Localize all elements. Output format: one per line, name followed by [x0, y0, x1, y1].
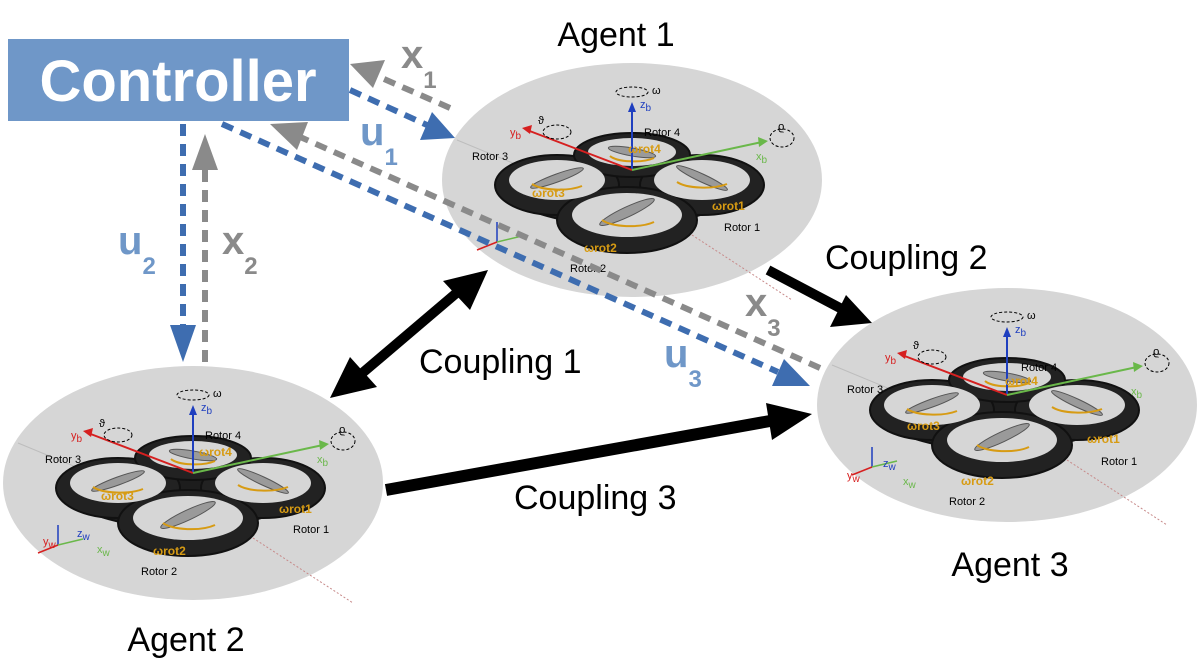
agent-2-omega: ω [213, 388, 222, 400]
agent-2-wrot1: ωrot1 [279, 502, 312, 516]
agent-1-rotor1: Rotor 1 [724, 222, 760, 234]
u1-label: u1 [360, 110, 398, 171]
agent-1-title: Agent 1 [557, 16, 674, 54]
controller-label: Controller [39, 49, 316, 114]
agent-1-yb-label: yb [510, 127, 522, 142]
agent-2-xw-label: xw [97, 544, 111, 559]
agent-2-rotor1: Rotor 1 [293, 524, 329, 536]
agent-2-wrot3: ωrot3 [101, 489, 134, 503]
agent-1-theta: ϑ [538, 115, 544, 127]
agent-3-yw-label: yw [847, 470, 861, 485]
x1-label: x1 [401, 33, 437, 94]
coupling-1-head-a [443, 270, 488, 310]
agent-1-zb-label: zb [640, 99, 652, 114]
agent-3-title: Agent 3 [951, 546, 1068, 584]
x3-arrow-line [296, 133, 822, 371]
agent-1-wrot3: ωrot3 [532, 186, 565, 200]
agent-1-wrot1: ωrot1 [712, 199, 745, 213]
agent-3-rotor1: Rotor 1 [1101, 456, 1137, 468]
coupling-3-label: Coupling 3 [514, 479, 677, 517]
agent-2-yb-label: yb [71, 430, 83, 445]
coupling-1-line [356, 286, 464, 379]
agent-3-xb-label: xb [1131, 386, 1143, 401]
u2-arrowhead [170, 325, 196, 362]
x3-arrowhead [270, 122, 308, 150]
agent-3-rho: ϱ [1153, 346, 1159, 358]
agent-3-rotor3: Rotor 3 [847, 384, 883, 396]
agent-1-omega: ω [652, 85, 661, 97]
agent-1-rotor3: Rotor 3 [472, 151, 508, 163]
agent-3-omega: ω [1027, 310, 1036, 322]
agent-2-rotor2: Rotor 2 [141, 566, 177, 578]
agent-2-title: Agent 2 [127, 621, 244, 659]
agent-3-wrot4: ωrot4 [1005, 374, 1038, 388]
x1-arrow-line [366, 69, 452, 111]
controller-box [8, 39, 349, 121]
agent-2-rotor3: Rotor 3 [45, 454, 81, 466]
agent-2: zb yb xb ω ϑ ϱ Rotor 4 Rotor 3 Rotor 1 R… [2, 365, 384, 604]
u3-label: u3 [664, 332, 702, 393]
u3-arrowhead [772, 359, 810, 386]
x1-arrowhead [350, 60, 385, 88]
agent-1-rotor4: Rotor 4 [644, 127, 680, 139]
agent-1-xb-label: xb [756, 151, 768, 166]
u1-arrow-line [348, 87, 440, 133]
agent-3-xw-label: xw [903, 476, 917, 491]
coupling-2-label: Coupling 2 [825, 239, 988, 277]
x2-arrowhead [192, 134, 218, 170]
x2-label: x2 [222, 219, 258, 280]
coupling-1-head-b [330, 357, 377, 398]
agent-3-zw-label: zw [883, 458, 897, 473]
x3-label: x3 [745, 281, 781, 342]
coupling-3-head [766, 403, 812, 440]
agent-1: zb yb xb ω ϑ ϱ Rotor 4 Rotor 3 Rotor 1 R… [441, 62, 823, 301]
agent-3-theta: ϑ [913, 340, 919, 352]
coupling-2-head [830, 295, 872, 327]
agent-2-rotor4: Rotor 4 [205, 430, 241, 442]
agent-2-xb-label: xb [317, 454, 329, 469]
agent-1-wrot4: ωrot4 [628, 142, 661, 156]
agent-2-rho: ϱ [339, 424, 345, 436]
u1-arrowhead [420, 112, 455, 140]
agent-2-zw-label: zw [77, 528, 91, 543]
agent-3-zb-label: zb [1015, 324, 1027, 339]
agent-2-zb-label: zb [201, 402, 213, 417]
coupling-1-label: Coupling 1 [419, 343, 582, 381]
agent-2-theta: ϑ [99, 418, 105, 430]
agent-1-wrot2: ωrot2 [584, 241, 617, 255]
coupling-2-line [765, 265, 843, 313]
agent-3-rotor2: Rotor 2 [949, 496, 985, 508]
u2-label: u2 [118, 219, 156, 280]
agent-3-wrot3: ωrot3 [907, 419, 940, 433]
agent-3: zb yb xb ω ϑ ϱ Rotor 4 Rotor 3 Rotor 1 R… [816, 287, 1198, 526]
agent-1-rho: ϱ [778, 121, 784, 133]
u3-arrow-line [220, 121, 780, 375]
agent-2-wrot2: ωrot2 [153, 544, 186, 558]
agent-3-rotor4: Rotor 4 [1021, 362, 1057, 374]
coupling-3-line [384, 415, 772, 496]
agent-2-wrot4: ωrot4 [199, 445, 232, 459]
agent-2-yw-label: yw [43, 536, 57, 551]
agent-3-wrot1: ωrot1 [1087, 432, 1120, 446]
agent-3-yb-label: yb [885, 352, 897, 367]
agent-3-wrot2: ωrot2 [961, 474, 994, 488]
